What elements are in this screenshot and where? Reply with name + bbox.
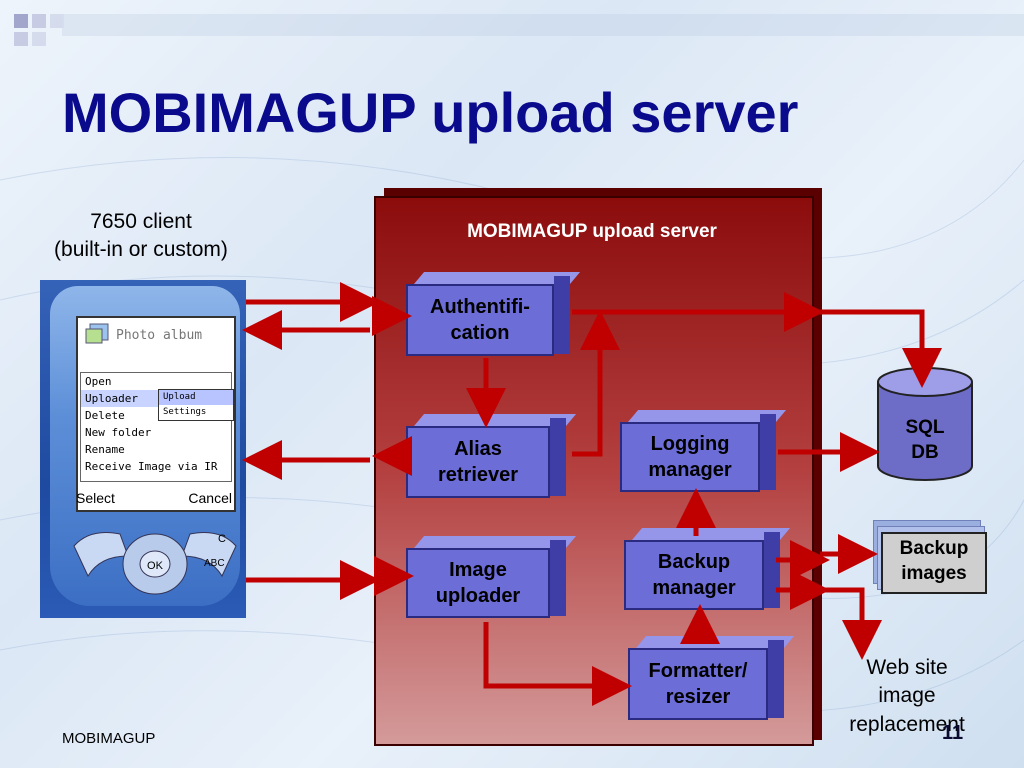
- menu-item-open[interactable]: Open: [85, 375, 112, 388]
- screen-title: Photo album: [116, 328, 203, 343]
- formatter-label-line1: Formatter/: [648, 660, 748, 682]
- backup-manager-module: Backup manager: [624, 540, 764, 610]
- uploader-label-line1: Image: [449, 559, 507, 581]
- auth-label-line1: Authentifi-: [430, 296, 530, 318]
- web-site-caption: Web site image replacement: [832, 654, 982, 739]
- alias-label-line1: Alias: [454, 438, 502, 460]
- backup-images-label: Backup images: [881, 537, 987, 586]
- backup-mgr-box-side: [764, 532, 780, 608]
- backup-mgr-label-line2: manager: [652, 577, 736, 599]
- web-caption-line1: Web site: [866, 656, 948, 679]
- auth-label-line2: cation: [450, 322, 510, 344]
- phone-image: Photo album Open Uploader Delete New fol…: [40, 280, 246, 618]
- formatter-resizer-module: Formatter/resizer: [628, 648, 768, 720]
- web-caption-line3: replacement: [849, 712, 965, 736]
- slide-title: MOBIMAGUP upload server: [62, 81, 799, 144]
- softkey-select[interactable]: Select: [76, 490, 115, 506]
- uploader-box-side: [550, 540, 566, 616]
- phone-keypad: OK C ABC: [73, 532, 237, 595]
- client-caption-line1: 7650 client: [90, 210, 192, 233]
- phone-screen: Photo album Open Uploader Delete New fol…: [76, 316, 236, 512]
- logging-label-line2: manager: [648, 459, 732, 481]
- submenu-item-upload[interactable]: Upload: [159, 390, 233, 405]
- alias-label-line2: retriever: [437, 464, 519, 486]
- sql-db-line1: SQL: [905, 417, 945, 438]
- client-caption-line2: (built-in or custom): [54, 238, 228, 262]
- ok-key[interactable]: [139, 550, 171, 578]
- key-c-label: C: [218, 533, 226, 545]
- backup-images-line2: images: [901, 562, 967, 584]
- menu-item-rename[interactable]: Rename: [85, 443, 125, 456]
- softkey-cancel[interactable]: Cancel: [188, 490, 232, 506]
- menu-item-receive-ir[interactable]: Receive Image via IR: [85, 460, 218, 473]
- web-caption-line2: image: [878, 684, 936, 708]
- footer-label: MOBIMAGUP: [62, 730, 156, 747]
- backup-images-box: [881, 532, 987, 594]
- formatter-label-line2: resizer: [665, 686, 731, 708]
- submenu-item-settings[interactable]: Settings: [163, 407, 207, 417]
- uploader-label-line2: uploader: [435, 585, 521, 607]
- ok-key-label: OK: [147, 560, 164, 572]
- sql-db-line2: DB: [911, 441, 939, 463]
- logging-label-line1: Logging: [650, 433, 730, 455]
- menu-item-delete[interactable]: Delete: [85, 409, 125, 422]
- formatter-box-side: [768, 640, 784, 718]
- backup-images-line1: Backup: [899, 538, 969, 559]
- logging-box-side: [760, 414, 776, 490]
- sql-db-label: SQL DB: [876, 416, 974, 465]
- alias-box-side: [550, 418, 566, 496]
- backup-mgr-label-line1: Backup: [657, 551, 731, 573]
- key-abc-label: ABC: [204, 558, 225, 569]
- alias-retriever-module: Alias retriever: [406, 426, 550, 498]
- menu-item-new-folder[interactable]: New folder: [85, 426, 152, 439]
- phone-submenu: Upload Settings: [158, 389, 234, 421]
- call-key-right-icon[interactable]: [181, 532, 237, 578]
- auth-box-side: [554, 276, 570, 354]
- client-caption: 7650 client (built-in or custom): [30, 208, 252, 265]
- authentication-module: Authentifi-cation: [406, 284, 554, 356]
- logging-manager-module: Logging manager: [620, 422, 760, 492]
- photo-album-icon: [85, 323, 109, 344]
- image-uploader-module: Image uploader: [406, 548, 550, 618]
- arrow-to-web-site: [820, 587, 882, 660]
- server-label: MOBIMAGUP upload server: [467, 221, 717, 242]
- call-key-left-icon[interactable]: [73, 532, 129, 578]
- page-number: 11: [942, 722, 964, 744]
- phone-body: Photo album Open Uploader Delete New fol…: [50, 286, 240, 606]
